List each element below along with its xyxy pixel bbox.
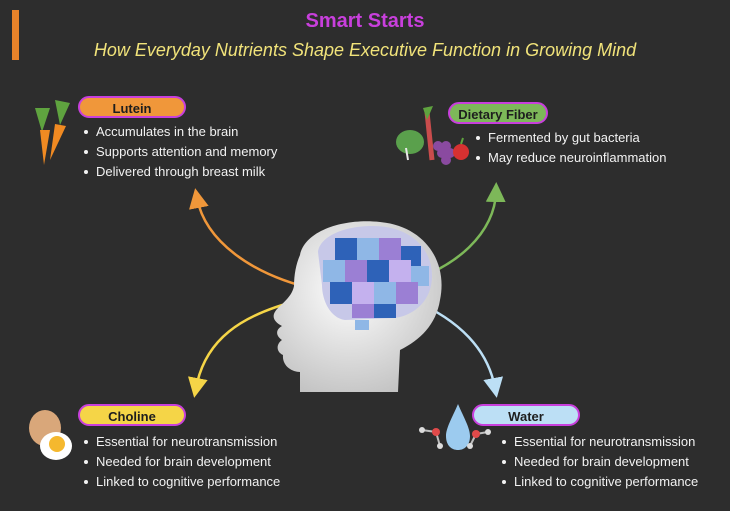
- carrot-icon: [35, 100, 70, 165]
- lutein-label: Lutein: [78, 96, 186, 118]
- list-item: Needed for brain development: [500, 452, 698, 472]
- water-bullets: Essential for neurotransmission Needed f…: [500, 432, 698, 492]
- page-title: Smart Starts: [305, 10, 425, 32]
- list-item: Supports attention and memory: [82, 142, 277, 162]
- water-label: Water: [472, 404, 580, 426]
- list-item: Accumulates in the brain: [82, 122, 277, 142]
- list-item: Needed for brain development: [82, 452, 280, 472]
- list-item: Essential for neurotransmission: [500, 432, 698, 452]
- list-item: Linked to cognitive performance: [82, 472, 280, 492]
- accent-bar: [12, 10, 19, 60]
- water-drop-icon: [419, 404, 491, 450]
- page-subtitle: How Everyday Nutrients Shape Executive F…: [93, 40, 637, 60]
- egg-icon: [29, 410, 72, 460]
- list-item: Essential for neurotransmission: [82, 432, 280, 452]
- list-item: May reduce neuroinflammation: [474, 148, 666, 168]
- list-item: Linked to cognitive performance: [500, 472, 698, 492]
- list-item: Delivered through breast milk: [82, 162, 277, 182]
- fiber-bullets: Fermented by gut bacteria May reduce neu…: [474, 128, 666, 168]
- choline-bullets: Essential for neurotransmission Needed f…: [82, 432, 280, 492]
- vegetables-fruit-icon: [396, 106, 469, 165]
- lutein-bullets: Accumulates in the brain Supports attent…: [82, 122, 277, 182]
- list-item: Fermented by gut bacteria: [474, 128, 666, 148]
- arrow-choline: [188, 298, 301, 398]
- child-head-puzzle-brain-icon: [273, 221, 442, 392]
- choline-label: Choline: [78, 404, 186, 426]
- fiber-label: Dietary Fiber: [448, 102, 548, 124]
